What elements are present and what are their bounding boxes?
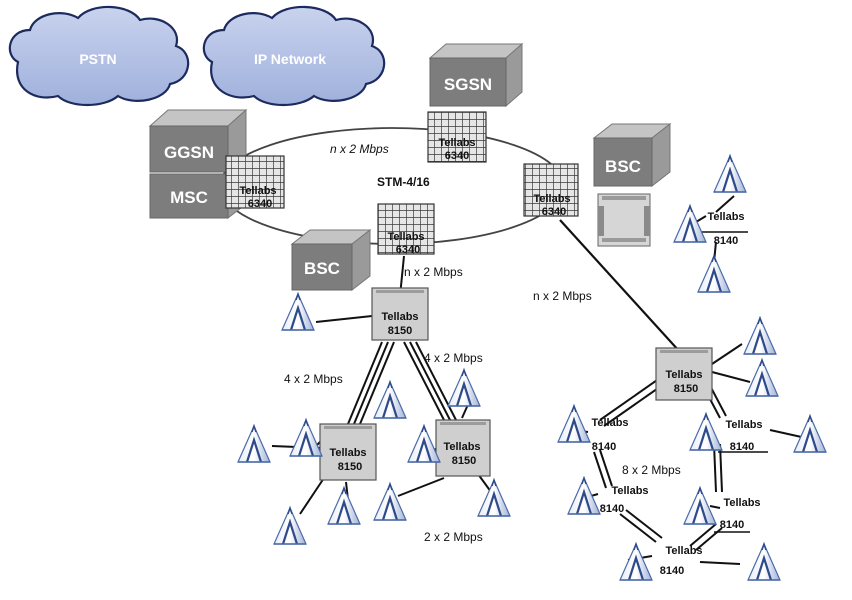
- svg-text:8140: 8140: [660, 565, 684, 577]
- svg-text:6340: 6340: [542, 206, 566, 218]
- tellabs-8140-a: Tellabs 8140: [591, 417, 628, 453]
- antenna-icon: [792, 414, 828, 454]
- tellabs-6340-right: Tellabs 6340: [523, 163, 579, 218]
- svg-text:8140: 8140: [714, 235, 738, 247]
- ring-8x2-label: 8 x 2 Mbps: [622, 463, 681, 477]
- tellabs-8140-b: Tellabs 8140: [725, 419, 762, 453]
- diag-right-label: n x 2 Mbps: [533, 289, 592, 303]
- antenna-icon: [566, 476, 602, 516]
- tellabs-8140-e: Tellabs 8140: [660, 545, 703, 577]
- svg-text:Tellabs: Tellabs: [665, 545, 702, 557]
- svg-text:Tellabs: Tellabs: [239, 185, 276, 197]
- antenna-icon: [742, 316, 778, 356]
- svg-text:Tellabs: Tellabs: [381, 311, 418, 323]
- antenna-icon: [744, 358, 780, 398]
- ring-top-label: n x 2 Mbps: [330, 142, 389, 156]
- tellabs-6340-top: Tellabs 6340: [427, 111, 487, 163]
- svg-text:Tellabs: Tellabs: [387, 231, 424, 243]
- pstn-cloud: PSTN: [8, 5, 190, 106]
- svg-text:8150: 8150: [388, 325, 412, 337]
- tellabs-8140-topright: Tellabs 8140: [707, 211, 744, 247]
- bottom-2x2-label: 2 x 2 Mbps: [424, 530, 483, 544]
- ip-network-cloud: IP Network: [202, 5, 386, 106]
- svg-text:8150: 8150: [674, 383, 698, 395]
- svg-text:Tellabs: Tellabs: [533, 193, 570, 205]
- msc-label: MSC: [170, 188, 208, 207]
- antenna-icon: [688, 412, 724, 452]
- tellabs-8150-left: Tellabs 8150: [319, 423, 377, 481]
- sgsn-label: SGSN: [444, 75, 492, 94]
- svg-text:Tellabs: Tellabs: [611, 485, 648, 497]
- svg-text:8150: 8150: [452, 455, 476, 467]
- svg-text:8150: 8150: [338, 461, 362, 473]
- svg-text:8140: 8140: [730, 441, 754, 453]
- antenna-icon: [556, 404, 592, 444]
- svg-text:8140: 8140: [600, 503, 624, 515]
- svg-text:8140: 8140: [720, 519, 744, 531]
- tellabs-6340-left: Tellabs 6340: [225, 155, 285, 210]
- antenna-icon: [672, 204, 708, 244]
- bsc-rack: [597, 193, 651, 247]
- antenna-icon: [280, 292, 316, 332]
- svg-text:Tellabs: Tellabs: [329, 447, 366, 459]
- svg-text:6340: 6340: [445, 150, 469, 162]
- antenna-icon: [236, 424, 272, 464]
- center-down-label: n x 2 Mbps: [404, 265, 463, 279]
- pstn-label: PSTN: [79, 51, 116, 67]
- svg-text:6340: 6340: [248, 198, 272, 210]
- svg-text:Tellabs: Tellabs: [443, 441, 480, 453]
- svg-text:Tellabs: Tellabs: [665, 369, 702, 381]
- svg-text:Tellabs: Tellabs: [591, 417, 628, 429]
- antenna-icon: [476, 478, 512, 518]
- antenna-icon: [712, 154, 748, 194]
- antenna-icon: [288, 418, 324, 458]
- svg-text:Tellabs: Tellabs: [725, 419, 762, 431]
- tellabs-8150-right: Tellabs 8150: [655, 347, 713, 401]
- antenna-icon: [326, 486, 362, 526]
- svg-text:6340: 6340: [396, 244, 420, 256]
- sgsn-box: SGSN: [428, 42, 524, 108]
- antenna-icon: [618, 542, 654, 582]
- stm-ring-label: STM-4/16: [377, 175, 430, 189]
- antenna-icon: [372, 482, 408, 522]
- tellabs-8150-mid: Tellabs 8150: [435, 419, 491, 477]
- antenna-icon: [696, 254, 732, 294]
- right-4x2-label: 4 x 2 Mbps: [424, 351, 483, 365]
- tellabs-8140-d: Tellabs 8140: [720, 497, 761, 531]
- antenna-icon: [746, 542, 782, 582]
- antenna-icon: [372, 380, 408, 420]
- tellabs-6340-bottom: Tellabs 6340: [377, 203, 435, 256]
- ggsn-label: GGSN: [164, 143, 214, 162]
- svg-text:Tellabs: Tellabs: [438, 137, 475, 149]
- ip-network-label: IP Network: [254, 51, 326, 67]
- svg-text:8140: 8140: [592, 441, 616, 453]
- links: [219, 127, 807, 565]
- bsc-right-label: BSC: [605, 157, 641, 176]
- tellabs-8140-c: Tellabs 8140: [600, 485, 649, 515]
- left-4x2-label: 4 x 2 Mbps: [284, 372, 343, 386]
- antenna-icon: [446, 368, 482, 408]
- tellabs-8150-center: Tellabs 8150: [371, 287, 429, 341]
- svg-text:Tellabs: Tellabs: [707, 211, 744, 223]
- svg-text:Tellabs: Tellabs: [723, 497, 760, 509]
- bsc-center-box: BSC: [290, 228, 372, 292]
- antenna-icon: [406, 424, 442, 464]
- bsc-right-box: BSC: [592, 122, 672, 188]
- bsc-center-label: BSC: [304, 259, 340, 278]
